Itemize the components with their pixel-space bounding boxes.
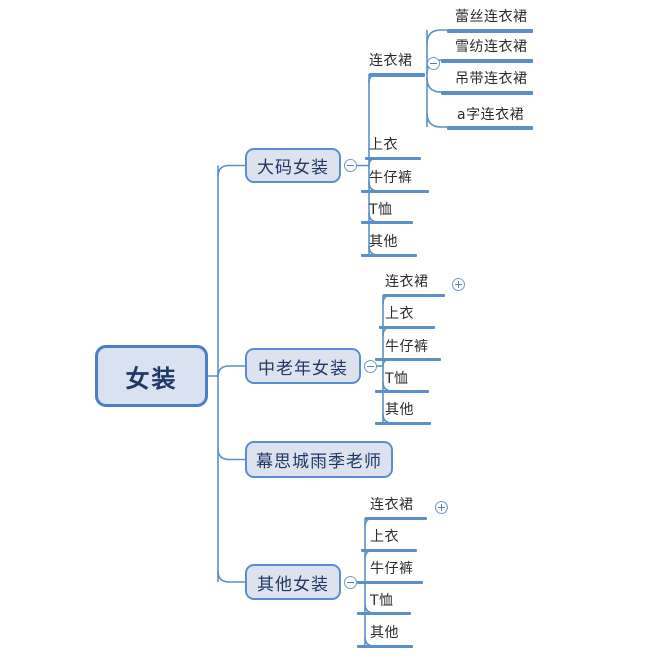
topic-underline: [447, 29, 533, 33]
topic-underline: [357, 645, 413, 648]
node-label: 其他女装: [257, 574, 329, 595]
topic-label[interactable]: 上衣: [385, 306, 414, 322]
topic-label[interactable]: 连衣裙: [369, 53, 413, 69]
topic-label[interactable]: 其他: [370, 625, 399, 641]
topic-underline: [361, 221, 413, 224]
node-label: 女装: [125, 364, 178, 393]
topic-underline: [441, 91, 533, 95]
topic-underline: [447, 126, 533, 130]
connector-line: [217, 570, 245, 583]
branch-node[interactable]: 大码女装: [245, 148, 341, 183]
topic-label[interactable]: T恤: [385, 371, 409, 387]
topic-underline: [365, 517, 427, 520]
topic-underline: [357, 612, 411, 615]
topic-label[interactable]: 连衣裙: [370, 497, 414, 513]
connector-line: [217, 164, 245, 177]
topic-label[interactable]: T恤: [370, 593, 394, 609]
expand-icon[interactable]: [435, 501, 448, 514]
topic-label[interactable]: 牛仔裤: [370, 561, 414, 577]
topic-underline: [375, 390, 429, 393]
topic-label[interactable]: T恤: [369, 202, 393, 218]
branch-node[interactable]: 中老年女装: [245, 348, 361, 384]
topic-label[interactable]: a字连衣裙: [457, 107, 525, 123]
topic-label[interactable]: 其他: [385, 402, 414, 418]
connector-line: [426, 29, 447, 45]
branch-node[interactable]: 其他女装: [245, 564, 341, 600]
connector-line: [426, 112, 447, 128]
topic-underline: [379, 326, 435, 329]
topic-label[interactable]: 雪纺连衣裙: [455, 39, 528, 55]
node-label: 幕思城雨季老师: [256, 452, 382, 472]
topic-underline: [361, 190, 429, 193]
topic-label[interactable]: 其他: [369, 234, 398, 250]
topic-underline: [375, 422, 431, 425]
node-label: 大码女装: [257, 158, 329, 178]
branch-node[interactable]: 幕思城雨季老师: [245, 441, 393, 478]
collapse-icon[interactable]: [427, 57, 440, 70]
connector-line: [426, 77, 442, 93]
topic-label[interactable]: 蕾丝连衣裙: [455, 9, 528, 25]
topic-underline: [369, 73, 425, 77]
topic-underline: [361, 254, 417, 257]
topic-label[interactable]: 牛仔裤: [369, 170, 413, 186]
topic-underline: [365, 157, 421, 160]
expand-icon[interactable]: [452, 278, 465, 291]
topic-label[interactable]: 上衣: [370, 529, 399, 545]
connector-line: [217, 448, 245, 461]
topic-underline: [383, 294, 445, 297]
node-label: 中老年女装: [258, 358, 348, 379]
topic-underline: [441, 59, 533, 63]
collapse-icon[interactable]: [364, 360, 377, 373]
topic-underline: [361, 549, 417, 552]
topic-underline: [375, 358, 441, 361]
connector-line: [217, 365, 245, 378]
topic-label[interactable]: 连衣裙: [385, 274, 429, 290]
collapse-icon[interactable]: [344, 159, 357, 172]
root-node[interactable]: 女装: [95, 345, 208, 407]
topic-label[interactable]: 牛仔裤: [385, 339, 429, 355]
topic-label[interactable]: 上衣: [369, 137, 398, 153]
topic-label[interactable]: 吊带连衣裙: [455, 71, 528, 87]
collapse-icon[interactable]: [344, 576, 357, 589]
topic-underline: [357, 581, 423, 584]
